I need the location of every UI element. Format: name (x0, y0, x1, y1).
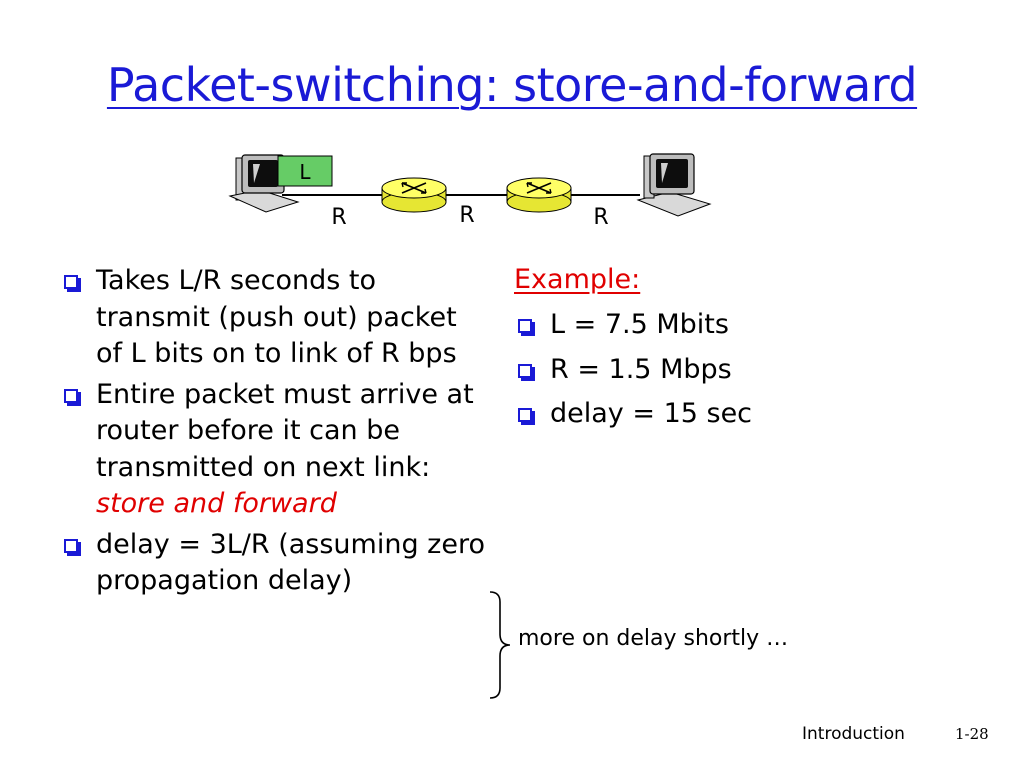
source-computer-icon (228, 154, 300, 213)
network-diagram: L R R R (228, 153, 712, 230)
bullet-square-icon (518, 363, 532, 378)
example-heading: Example: (514, 264, 641, 295)
left-bullet-list: Takes L/R seconds to transmit (push out)… (60, 263, 490, 604)
store-and-forward-emphasis: store and forward (96, 488, 337, 519)
bullet-square-icon (64, 538, 78, 553)
list-item-text: Entire packet must arrive at router befo… (96, 378, 474, 483)
link-label: R (593, 205, 608, 230)
list-item-text: delay = 15 sec (550, 398, 753, 429)
list-item-text: R = 1.5 Mbps (550, 353, 732, 385)
list-item: delay = 15 sec (514, 396, 894, 433)
list-item-text: Takes L/R seconds to transmit (push out)… (96, 265, 457, 369)
link-label: R (331, 205, 346, 230)
destination-computer-icon (636, 153, 712, 217)
packet-label: L (299, 160, 311, 184)
list-item: Takes L/R seconds to transmit (push out)… (60, 263, 490, 373)
example-bullet-list: L = 7.5 Mbits R = 1.5 Mbps delay = 15 se… (514, 307, 894, 441)
router-icon (381, 177, 447, 213)
delay-note: more on delay shortly … (518, 626, 789, 651)
slide-title: Packet-switching: store-and-forward (106, 58, 918, 112)
link-label: R (459, 203, 474, 228)
list-item: R = 1.5 Mbps (514, 352, 894, 389)
list-item: L = 7.5 Mbits (514, 307, 894, 344)
footer-section-label: Introduction (802, 724, 905, 744)
list-item: delay = 3L/R (assuming zero propagation … (60, 527, 490, 600)
bullet-square-icon (64, 388, 78, 403)
list-item: Entire packet must arrive at router befo… (60, 377, 490, 523)
bullet-square-icon (518, 319, 532, 333)
bullet-square-icon (64, 275, 78, 289)
bullet-square-icon (518, 408, 532, 422)
packet-icon: L (277, 155, 333, 187)
router-icon (506, 177, 572, 213)
right-brace-icon (489, 591, 511, 699)
list-item-text: delay = 3L/R (assuming zero propagation … (96, 528, 485, 597)
footer-page-number: 1-28 (955, 725, 989, 743)
list-item-text: L = 7.5 Mbits (550, 309, 729, 340)
